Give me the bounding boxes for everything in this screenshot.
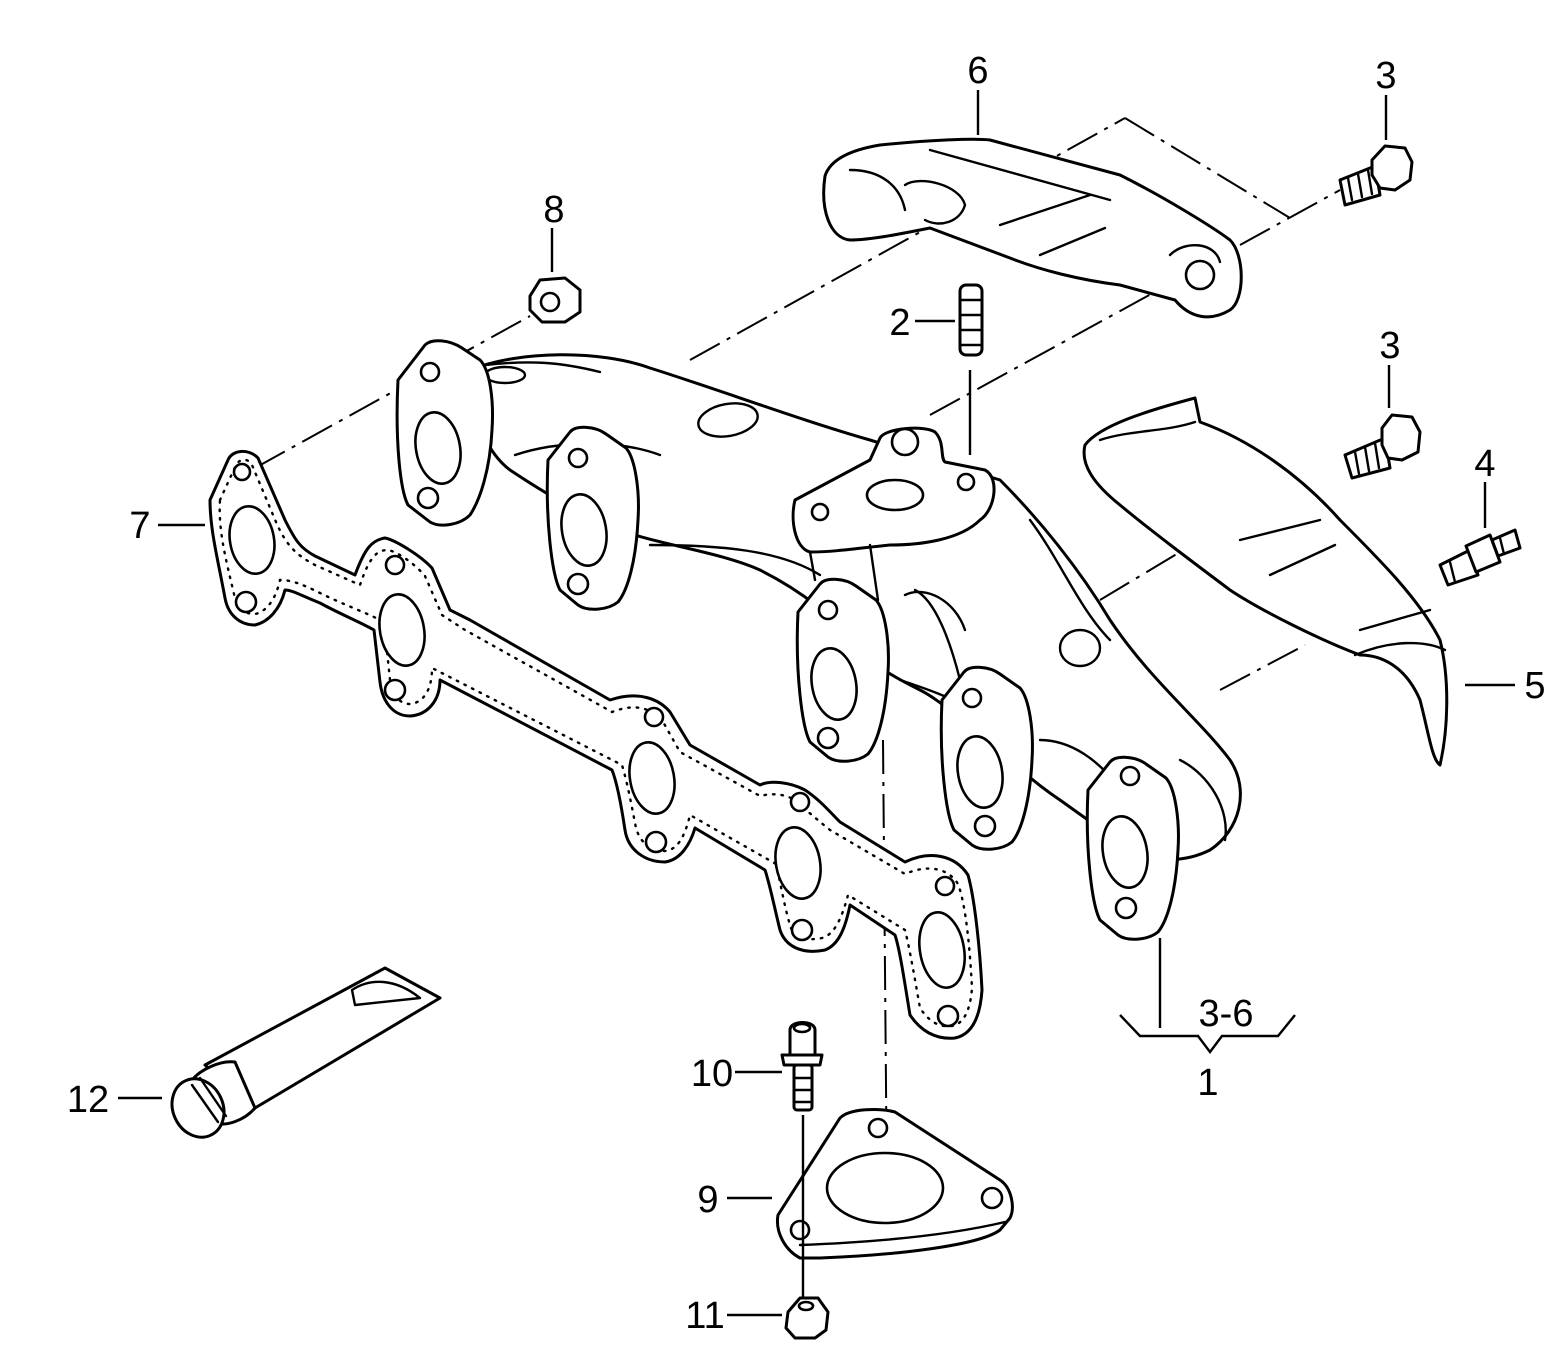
callout-10: 10 xyxy=(691,1053,733,1095)
lower-heat-shield xyxy=(1082,396,1449,767)
bolt-vertical xyxy=(780,1021,824,1300)
callout-9: 9 xyxy=(697,1179,718,1221)
callout-3-middle: 3 xyxy=(1379,325,1400,367)
exhaust-manifold xyxy=(395,339,1242,941)
callout-3-6: 3-6 xyxy=(1199,993,1254,1035)
upper-heat-shield xyxy=(822,137,1243,319)
callout-6: 6 xyxy=(967,50,988,92)
bolt-middle xyxy=(1343,413,1422,480)
callout-11: 11 xyxy=(685,1295,724,1337)
callout-12: 12 xyxy=(67,1079,109,1121)
manifold-gasket xyxy=(208,450,984,1040)
nut-lower xyxy=(784,1296,830,1340)
callout-8: 8 xyxy=(543,189,564,231)
callout-4: 4 xyxy=(1474,443,1495,485)
bolt-upper xyxy=(1338,144,1414,207)
stud xyxy=(958,283,984,455)
leader-lines xyxy=(118,90,1515,1317)
callout-3-upper: 3 xyxy=(1375,55,1396,97)
turbo-gasket xyxy=(775,1108,1014,1260)
nut-upper xyxy=(528,276,582,324)
stud-bolt xyxy=(1438,528,1522,587)
callout-7: 7 xyxy=(129,505,150,547)
callout-labels: 1 2 3 3 3-6 4 5 6 7 8 9 10 11 12 xyxy=(67,50,1546,1337)
callout-1: 1 xyxy=(1197,1062,1218,1104)
sealant-tube xyxy=(170,966,442,1139)
callout-2: 2 xyxy=(889,302,910,344)
callout-5: 5 xyxy=(1524,665,1545,707)
